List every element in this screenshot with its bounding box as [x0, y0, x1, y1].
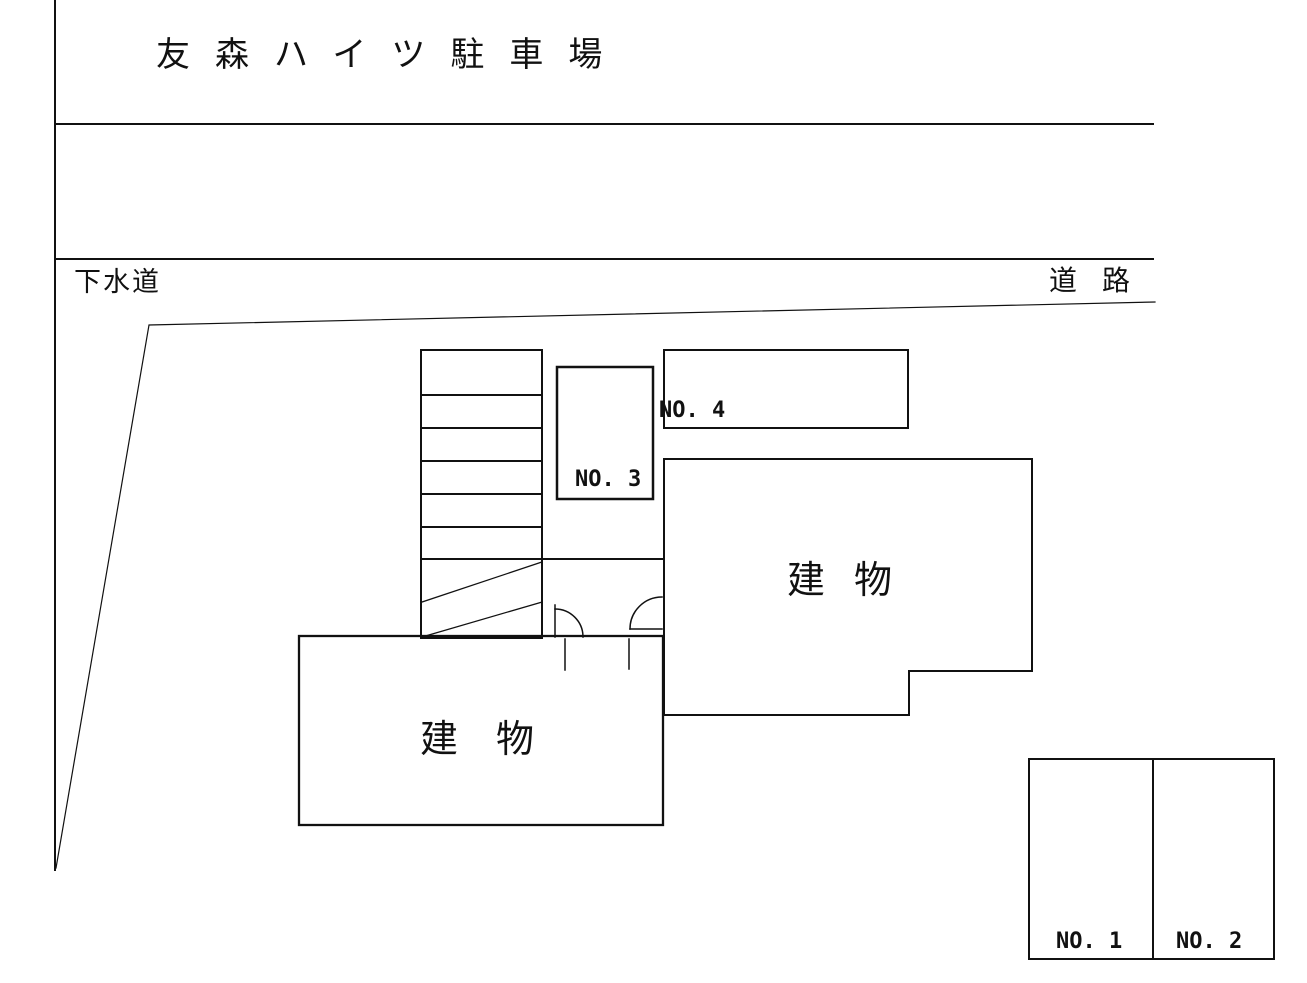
sewer-label: 下水道	[74, 267, 161, 297]
parking-space-no4-label: NO. 4	[659, 398, 726, 423]
stair-diagonal-line	[421, 561, 543, 603]
lower-building-outline	[297, 634, 665, 827]
parking-no1-no2-outline	[1028, 758, 1275, 960]
road-label: 道路	[1049, 265, 1156, 296]
parking-space-no3-box	[555, 365, 655, 501]
stairs-hatch	[420, 349, 543, 639]
parking-space-no1-label: NO. 1	[1056, 929, 1123, 954]
parking-space-no3-label: NO. 3	[575, 467, 642, 492]
site-boundary-lines	[54, 0, 1154, 871]
parking-space-no4-box	[663, 349, 909, 429]
lower-building-label: 建物	[420, 719, 573, 761]
door-swing-arc	[629, 596, 663, 630]
property-edge-line	[55, 301, 1156, 869]
parking-space-no2-label: NO. 2	[1176, 929, 1243, 954]
page-title: 友森ハイツ駐車場	[156, 36, 628, 74]
entrance-doors	[554, 596, 663, 671]
parking-spaces-no1-no2-box	[1028, 758, 1275, 960]
upper-building-label: 建物	[787, 560, 922, 602]
stair-diagonal-line	[421, 601, 543, 638]
door-swing-arc	[554, 608, 584, 638]
